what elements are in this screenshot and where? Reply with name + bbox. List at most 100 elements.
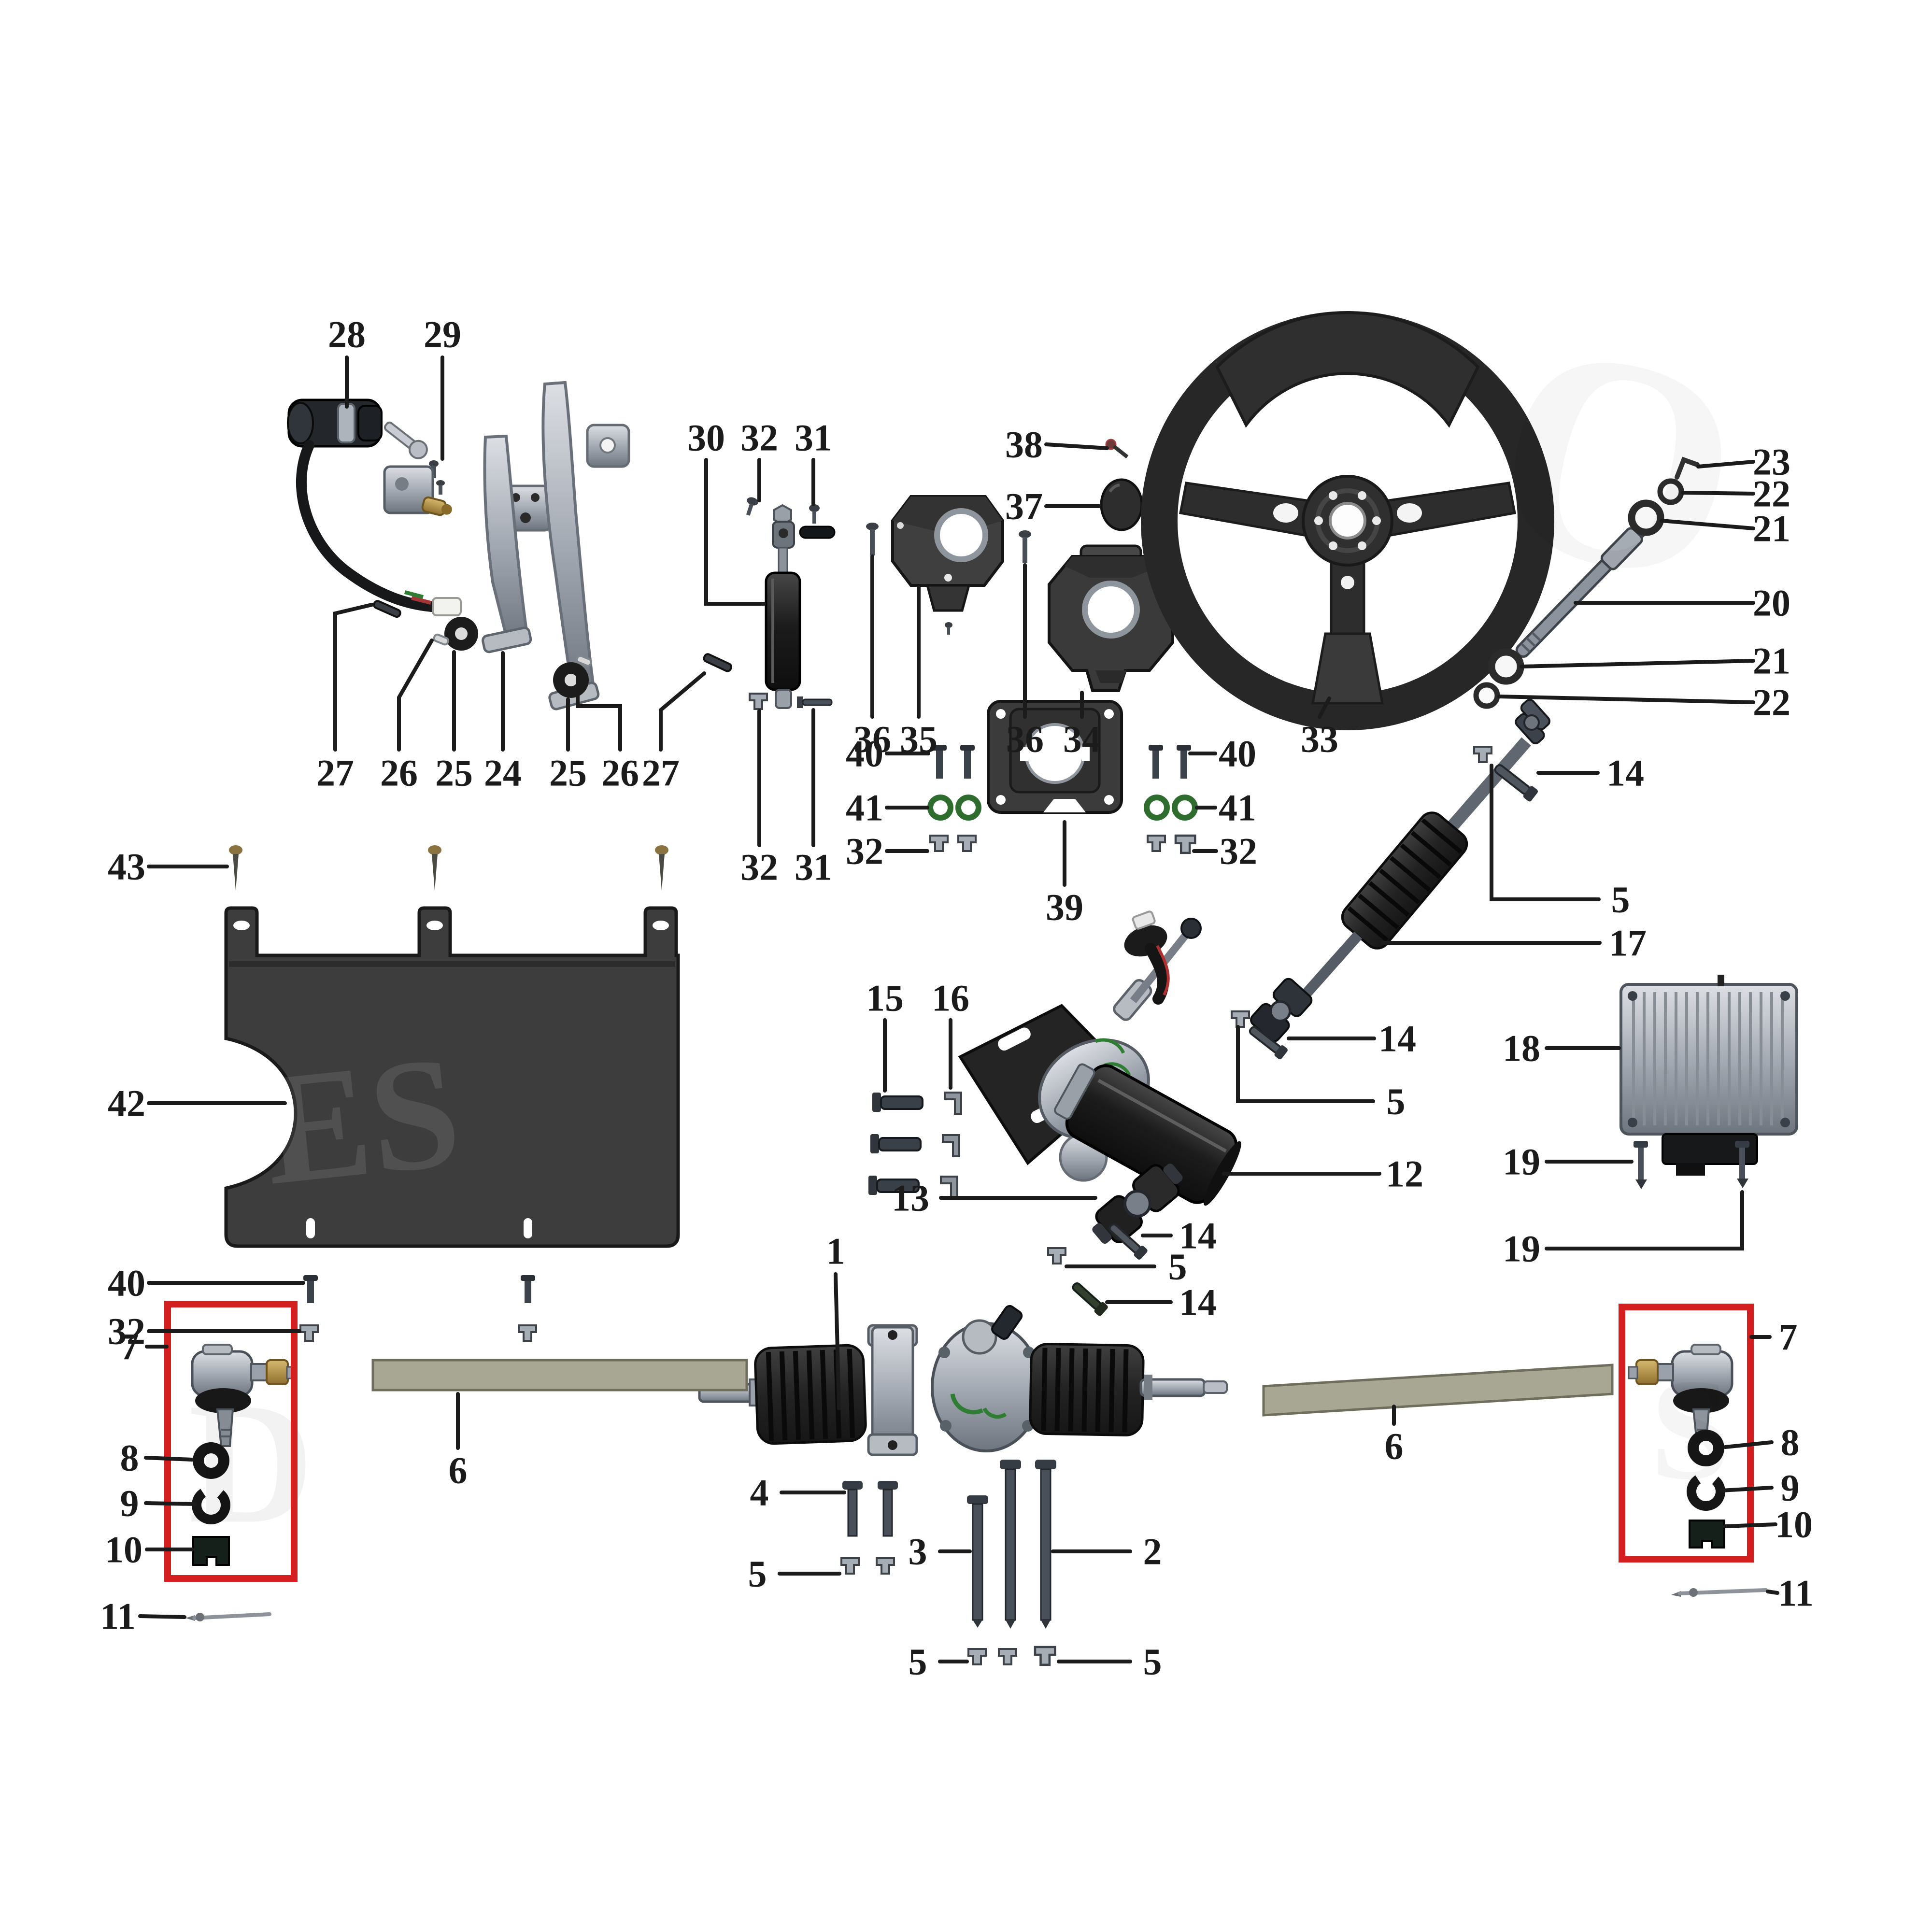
callout-26: 26 (601, 752, 639, 794)
callout-40: 40 (1219, 733, 1256, 775)
callout-5: 5 (909, 1641, 927, 1683)
leader-line-26 (576, 667, 622, 752)
callout-6: 6 (1385, 1425, 1404, 1467)
ignition-switch (287, 398, 462, 616)
clip-5-mid (1231, 1010, 1250, 1028)
pin-26-right (576, 654, 593, 667)
snap-ring-9-right (1687, 1472, 1725, 1511)
block-10-right (1689, 1520, 1725, 1548)
leader-line-22 (1497, 695, 1755, 704)
callout-15: 15 (866, 977, 904, 1019)
leader-line-9 (1719, 1486, 1774, 1492)
callout-21: 21 (1753, 640, 1790, 682)
callout-19: 19 (1503, 1228, 1540, 1270)
ignition-wire (296, 440, 437, 612)
leader-line-9 (144, 1501, 197, 1506)
callout-31: 31 (795, 417, 832, 459)
tie-rod-6-right (1262, 1364, 1614, 1417)
screw-38 (1105, 439, 1129, 459)
leader-line-5 (1236, 1025, 1375, 1103)
steering-wheel (1141, 311, 1554, 730)
callout-21: 21 (1753, 508, 1790, 550)
ignition-key (384, 421, 428, 459)
leader-line-22 (1681, 491, 1755, 496)
callout-14: 14 (1179, 1215, 1217, 1257)
callout-22: 22 (1753, 473, 1790, 515)
callout-42: 42 (108, 1082, 145, 1124)
leader-line-26 (397, 639, 434, 752)
bolt-3 (967, 1495, 988, 1628)
highlight-box-left (164, 1301, 298, 1582)
ring-21-top (1628, 499, 1664, 536)
screw-19-left (1634, 1141, 1648, 1189)
clips-16 (940, 1092, 962, 1199)
leader-line-21 (1520, 659, 1755, 668)
orings-41 (927, 795, 1198, 821)
tie-rod-end-kit-right (1628, 1344, 1768, 1597)
base-cover-39 (987, 700, 1123, 814)
block-10-left (192, 1536, 230, 1566)
callout-33: 33 (1301, 718, 1338, 760)
clip-32-cover (1176, 836, 1195, 853)
callout-40: 40 (108, 1262, 145, 1304)
callout-19: 19 (1503, 1141, 1540, 1183)
pedal-lever-left (483, 434, 529, 645)
callout-10: 10 (1775, 1504, 1813, 1546)
clip-32-under-plate (518, 1324, 537, 1342)
washer-22-bottom (1473, 682, 1500, 709)
callout-22: 22 (1753, 682, 1790, 724)
clip-32-cover (929, 835, 949, 852)
pedal-assembly (373, 381, 733, 710)
pin-26-left (433, 633, 450, 646)
callout-16: 16 (932, 977, 969, 1019)
leader-line-23 (1696, 460, 1755, 469)
callout-41: 41 (846, 787, 883, 829)
callout-8: 8 (1781, 1421, 1800, 1463)
callout-9: 9 (120, 1482, 139, 1524)
callout-36: 36 (853, 718, 891, 760)
leader-line-21 (1660, 519, 1755, 530)
callout-4: 4 (750, 1472, 769, 1514)
callout-31: 31 (795, 846, 832, 888)
callout-27: 27 (316, 752, 354, 794)
callout-13: 13 (892, 1177, 929, 1219)
watermark-0: ES (256, 1023, 468, 1219)
callout-5: 5 (748, 1553, 767, 1595)
leader-line-1 (834, 1272, 841, 1410)
clip-5 (967, 1648, 987, 1665)
leader-line-27 (659, 671, 706, 752)
callout-7: 7 (120, 1326, 139, 1368)
callout-5: 5 (1143, 1641, 1162, 1683)
callout-17: 17 (1609, 922, 1647, 964)
callout-5: 5 (1387, 1080, 1406, 1122)
callout-11: 11 (1778, 1572, 1814, 1614)
callout-32: 32 (740, 417, 778, 459)
callout-32: 32 (108, 1310, 145, 1352)
callout-6: 6 (449, 1449, 468, 1492)
eps-column-12 (958, 910, 1241, 1206)
steering-damper (746, 497, 836, 710)
wire-connector (432, 597, 462, 616)
skid-plate-42 (224, 906, 680, 1248)
u-joint-13 (1092, 1163, 1183, 1244)
clip-5-top (1473, 746, 1492, 763)
bolt-14-lower (1108, 1223, 1148, 1260)
bolt-14-mid (1249, 1026, 1288, 1060)
callout-23: 23 (1753, 441, 1790, 483)
cover-screw-36-left (866, 523, 879, 555)
leader-line-38 (1044, 442, 1109, 450)
clip-32-cover (957, 835, 977, 852)
callout-43: 43 (108, 846, 145, 888)
callout-29: 29 (424, 313, 461, 355)
callout-26: 26 (380, 752, 418, 794)
bolts-15 (868, 1093, 923, 1195)
callout-27: 27 (642, 752, 680, 794)
snap-ring-9-left (192, 1486, 230, 1524)
bolt-14-bottom (1072, 1282, 1108, 1316)
screw-19-right (1735, 1141, 1749, 1188)
callout-24: 24 (484, 752, 522, 794)
callout-20: 20 (1753, 582, 1790, 624)
leader-line-10 (1723, 1522, 1777, 1528)
clip-5 (876, 1557, 895, 1575)
